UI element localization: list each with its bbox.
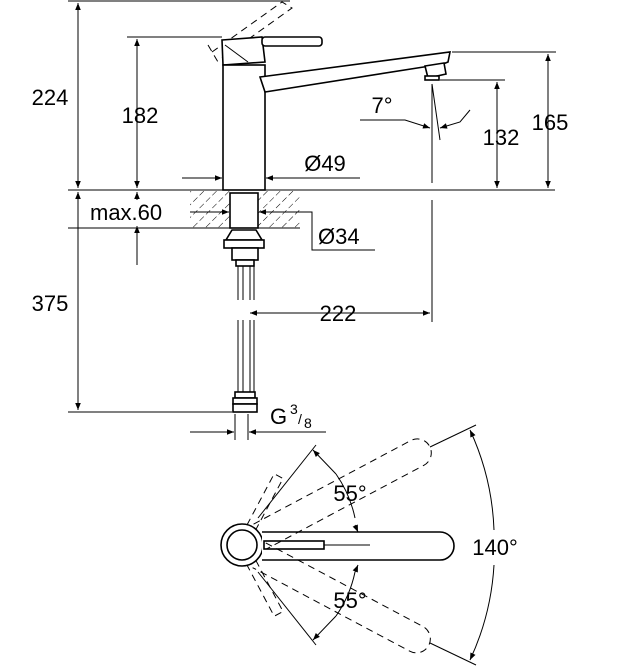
thread-denominator: 8 xyxy=(304,415,312,431)
label-max-thickness: max.60 xyxy=(90,200,162,225)
label-spout-angle: 7° xyxy=(371,93,392,118)
label-spout-height: 165 xyxy=(532,110,569,135)
label-pivot-height: 182 xyxy=(122,103,159,128)
dimension-lines xyxy=(68,0,556,440)
label-hole-diameter: Ø34 xyxy=(318,224,360,249)
thread-numerator: 3 xyxy=(290,401,298,417)
thread-prefix: G xyxy=(270,404,287,429)
label-swivel-right: 55° xyxy=(333,588,366,613)
label-spout-reach: 222 xyxy=(320,301,357,326)
faucet-top-view xyxy=(220,424,495,666)
label-swivel-left: 55° xyxy=(333,481,366,506)
label-body-diameter: Ø49 xyxy=(304,151,346,176)
label-swivel-total: 140° xyxy=(472,535,518,560)
label-connection-thread: G 3 / 8 xyxy=(270,401,312,431)
faucet-side-view xyxy=(190,1,452,413)
label-outlet-height: 132 xyxy=(483,125,520,150)
thread-slash: / xyxy=(298,411,302,427)
label-total-height: 224 xyxy=(32,85,69,110)
label-below-counter: 375 xyxy=(32,291,69,316)
